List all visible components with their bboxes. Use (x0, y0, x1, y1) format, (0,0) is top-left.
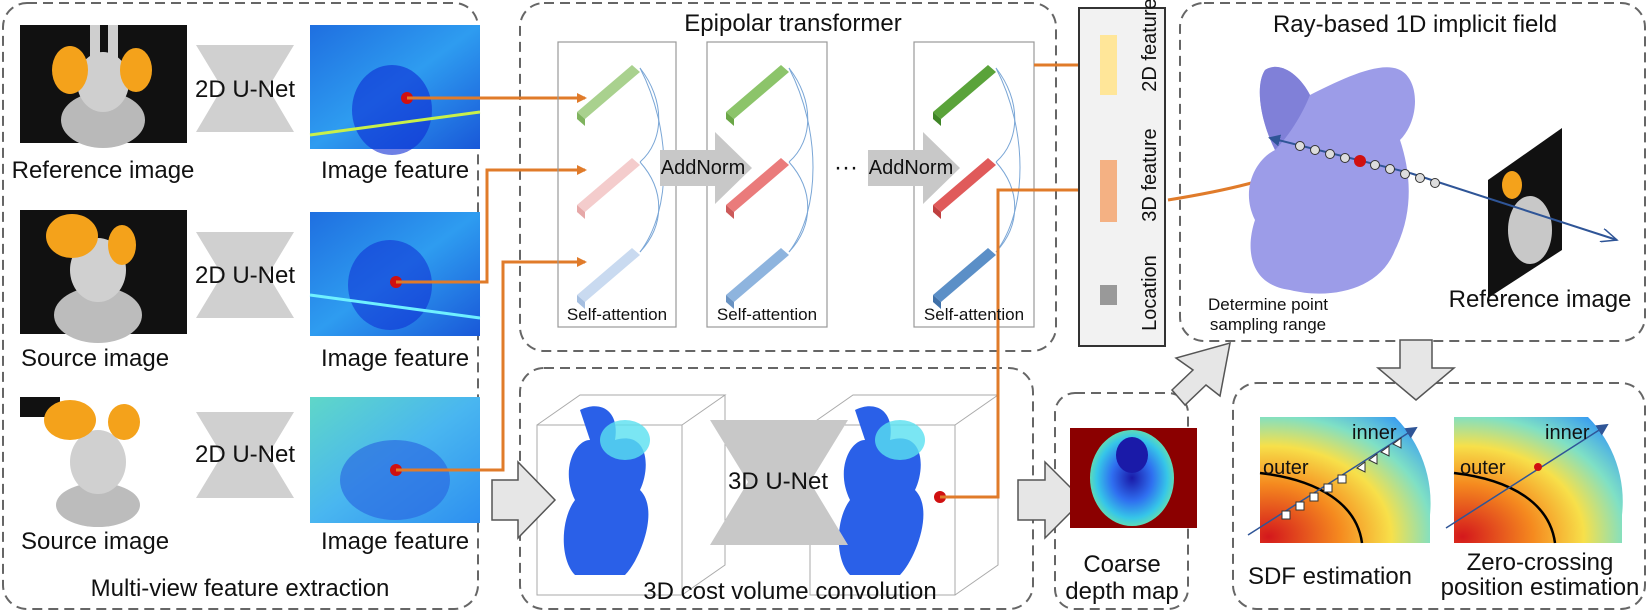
unet3d-label: 3D U-Net (727, 468, 829, 495)
addnorm-label-2: AddNorm (868, 157, 954, 179)
ray-reference-label: Reference image (1448, 286, 1632, 313)
view-2-feature-label: Image feature (320, 345, 470, 372)
sdf-outer-label: outer (1263, 457, 1309, 479)
epipolar-box (519, 2, 1057, 352)
section-epipolar-title: Epipolar transformer (684, 10, 902, 37)
coarse-depth-line2: depth map (1065, 578, 1179, 605)
token-bars (577, 65, 996, 309)
sampling-range-line1: Determine point (1207, 295, 1329, 314)
rayfield-box (1179, 2, 1646, 342)
location-label: Location (1139, 255, 1161, 331)
sampling-range-line2: sampling range (1209, 315, 1327, 334)
section-costvolume-title: 3D cost volume convolution (643, 578, 937, 605)
feature-2d-bar (1100, 35, 1117, 95)
view-1-feature-label: Image feature (320, 157, 470, 184)
feature-maps (309, 25, 481, 523)
view-2-image-label: Source image (20, 345, 170, 372)
source-image-1-photo (20, 210, 187, 343)
zero-crossing-title-line2: position estimation (1440, 574, 1640, 601)
addnorm-arrows (660, 132, 960, 204)
ray-red-point (1354, 155, 1366, 167)
flow-block-arrows (491, 339, 1457, 540)
section-rayfield-title: Ray-based 1D implicit field (1272, 11, 1558, 38)
coarse-depth-line1: Coarse (1083, 551, 1161, 578)
features-panel (1078, 7, 1166, 347)
feature-3d-bar (1100, 160, 1117, 222)
feature-to-transformer-arrows (396, 93, 587, 472)
view-1-unet-label: 2D U-Net (194, 76, 296, 103)
zero-outer-label: outer (1460, 457, 1506, 479)
zero-crossing-panel (1445, 417, 1623, 544)
unet2d-shapes (196, 45, 294, 498)
unet3d-shape (710, 420, 848, 545)
view-3-unet-label: 2D U-Net (194, 441, 296, 468)
ray-line-forward (1409, 172, 1617, 240)
self-attention-label-2: Self-attention (716, 305, 818, 324)
volume-to-3dfeature-arrow (940, 185, 1090, 499)
transformer-ellipsis: ··· (834, 154, 858, 181)
source-image-2-photo (20, 397, 187, 527)
view-3-image-label: Source image (20, 528, 170, 555)
addnorm-label-1: AddNorm (660, 157, 746, 179)
location-bar (1100, 285, 1117, 305)
self-attention-label-3: Self-attention (923, 305, 1025, 324)
sdf-inner-label: inner (1352, 422, 1397, 444)
ray-sample-points (1295, 141, 1440, 188)
zero-crossing-title-line1: Zero-crossing (1466, 549, 1614, 576)
sdf-panel (1247, 417, 1431, 544)
reference-image-photo (20, 25, 187, 148)
view-2-unet-label: 2D U-Net (194, 262, 296, 289)
zero-inner-label: inner (1545, 422, 1590, 444)
view-3-feature-label: Image feature (320, 528, 470, 555)
estimation-box (1232, 382, 1646, 610)
sdf-estimation-title: SDF estimation (1247, 563, 1413, 590)
section-multiview-title: Multi-view feature extraction (90, 575, 390, 602)
view-1-image-label: Reference image (11, 157, 195, 184)
feature-2d-label: 2D feature (1139, 0, 1161, 92)
feature-3d-label: 3D feature (1139, 128, 1161, 222)
self-attention-label-1: Self-attention (566, 305, 668, 324)
coarse-depth-image (1070, 428, 1197, 528)
ray-reference-image (1488, 128, 1562, 298)
